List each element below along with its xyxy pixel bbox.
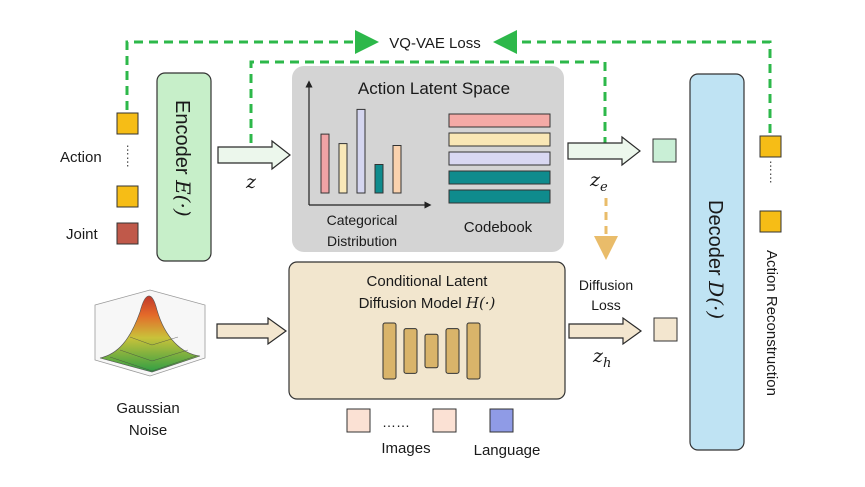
output-tokens: …… Action Reconstruction [759,135,782,396]
categorical-bar [392,145,402,194]
unet-block [466,322,481,380]
noise-input-arrow [216,316,288,346]
unet-block [403,328,418,374]
action-token-top [116,112,139,135]
unet-blocks [382,322,481,380]
latent-space-title: Action Latent Space [358,79,510,98]
categorical-label-1: Categorical [327,212,398,228]
z-label: z [245,171,257,193]
image-token-1 [346,408,371,433]
gaussian-label-2: Noise [129,422,167,439]
gaussian-label-1: Gaussian [116,400,179,417]
recon-dots: …… [767,160,781,184]
loss-line-right [493,30,772,133]
codebook-label: Codebook [464,219,533,236]
unet-block [424,333,439,369]
encoder-box [156,72,212,262]
action-token-bottom [116,185,139,208]
cldm-box [288,261,566,400]
image-dots: …… [382,414,410,430]
cldm-block: Conditional Latent Diffusion Model H(·) [288,261,566,400]
codebook-entry [448,113,551,128]
gaussian-surface [99,295,201,373]
action-latent-space: Action Latent Space Categorical Distribu… [292,66,564,252]
categorical-bar [320,133,330,194]
categorical-bar [338,143,348,194]
diffusion-loss-label-2: Loss [591,297,621,313]
recon-token-bottom [759,210,782,233]
diffusion-loss-label-1: Diffusion [579,277,633,293]
vq-vae-loss-path: VQ-VAE Loss [125,30,772,143]
ze-token [652,138,677,163]
categorical-bar [356,108,366,194]
decoder-box [689,73,745,451]
action-label: Action [60,149,102,166]
unet-block [382,322,397,380]
codebook-entry [448,132,551,147]
codebook-entry [448,170,551,185]
cldm-title-1: Conditional Latent [367,273,489,290]
loss-line-left [125,30,379,110]
zh-token [653,317,678,342]
loss-line-inner [249,60,607,143]
categorical-label-2: Distribution [327,233,397,249]
cldm-title-2: Diffusion Model H(·) [359,294,496,312]
codebook-entry [448,151,551,166]
cldm-output-arrow [568,316,643,346]
joint-token [116,222,139,245]
input-tokens: …… Action Joint [60,112,139,245]
quantized-output-arrow [567,135,641,167]
action-reconstruction-label: Action Reconstruction [763,250,780,396]
ze-label: ze [589,169,608,195]
action-dots: …… [124,144,138,168]
images-label: Images [381,440,430,457]
unet-block [445,328,460,374]
encoder-output-arrow [217,139,291,171]
image-token-2 [432,408,457,433]
categorical-bar [374,164,384,194]
codebook-entries [448,113,551,204]
gaussian-noise-plot [94,289,206,377]
encoder-label: Encoder E(·) [171,100,195,217]
language-token [489,408,514,433]
decoder-label: Decoder D(·) [704,200,728,319]
decoder-block: Decoder D(·) [689,73,745,451]
gaussian-mesh [109,336,197,372]
categorical-bars [320,108,402,194]
joint-label: Joint [66,226,99,243]
language-label: Language [474,442,541,459]
condition-tokens: …… Images Language [346,408,541,459]
zh-label: zh [592,345,611,371]
vq-vae-loss-label: VQ-VAE Loss [389,35,480,52]
recon-token-top [759,135,782,158]
encoder-block: Encoder E(·) [156,72,212,262]
codebook-entry [448,189,551,204]
